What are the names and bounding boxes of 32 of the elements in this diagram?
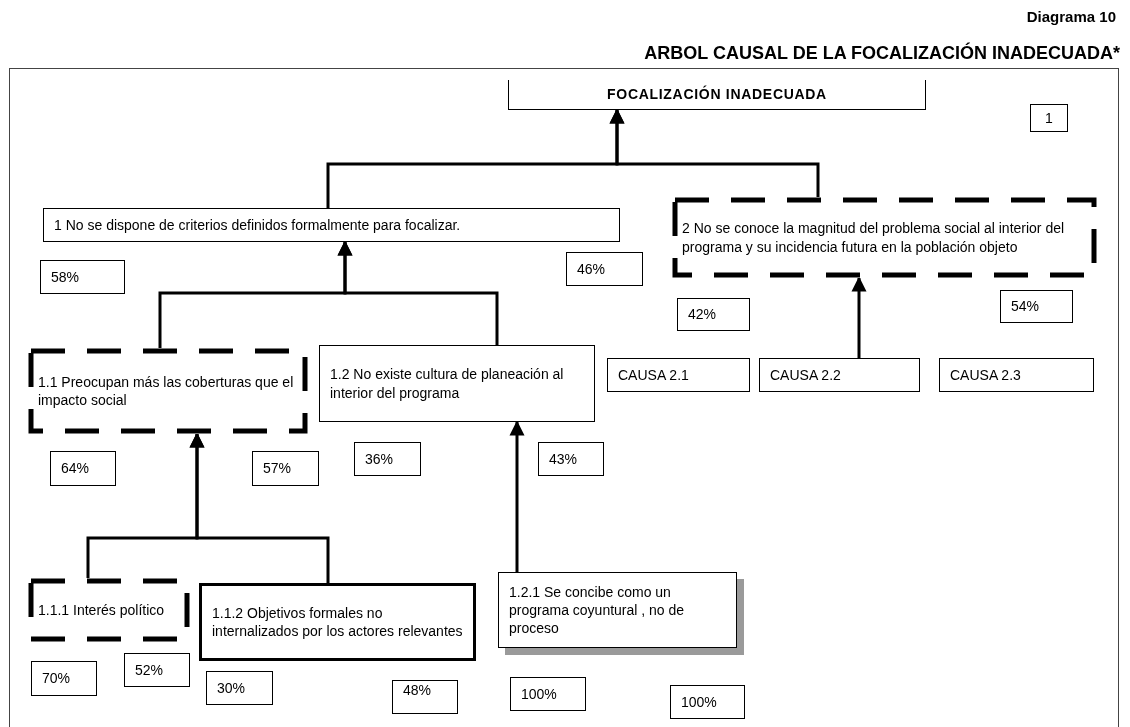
percentage-box: 48% [392,680,458,714]
percentage-box: 70% [31,661,97,696]
cause-box: CAUSA 2.1 [607,358,750,392]
percentage-box: 36% [354,442,421,476]
cause-box: 1.1.1 Interés político [28,578,190,642]
cause-box: 1.1 Preocupan más las coberturas que el impacto social [28,348,308,434]
percentage-box: 46% [566,252,643,286]
cause-box: 1.2 No existe cultura de planeación al interior del programa [319,345,595,422]
percentage-box: 64% [50,451,116,486]
page-number-box: 1 [1030,104,1068,132]
diagram-number: Diagrama 10 [1026,7,1116,27]
percentage-box: 100% [510,677,586,711]
cause-box: CAUSA 2.3 [939,358,1094,392]
arrow [509,420,525,572]
percentage-box: 43% [538,442,604,476]
arrow [337,240,499,345]
percentage-box: 100% [670,685,745,719]
percentage-box: 30% [206,671,273,705]
arrow [851,276,867,358]
percentage-box: 54% [1000,290,1073,323]
percentage-box: 42% [677,298,750,331]
cause-box: CAUSA 2.2 [759,358,920,392]
percentage-box: 57% [252,451,319,486]
arrow [609,108,820,197]
cause-box: 1.1.2 Objetivos formales no internalizados por los actores relevantes [199,583,476,661]
effect-box: FOCALIZACIÓN INADECUADA [508,80,926,110]
percentage-box: 58% [40,260,125,294]
cause-box: 2 No se conoce la magnitud del problema social al interior del programa y su incidencia futura en la población objeto [672,197,1097,278]
percentage-box: 52% [124,653,190,687]
diagram-title: ARBOL CAUSAL DE LA FOCALIZACIÓN INADECUADA* [644,41,1120,65]
arrow [189,432,330,583]
cause-box: 1 No se dispone de criterios definidos formalmente para focalizar. [43,208,620,242]
